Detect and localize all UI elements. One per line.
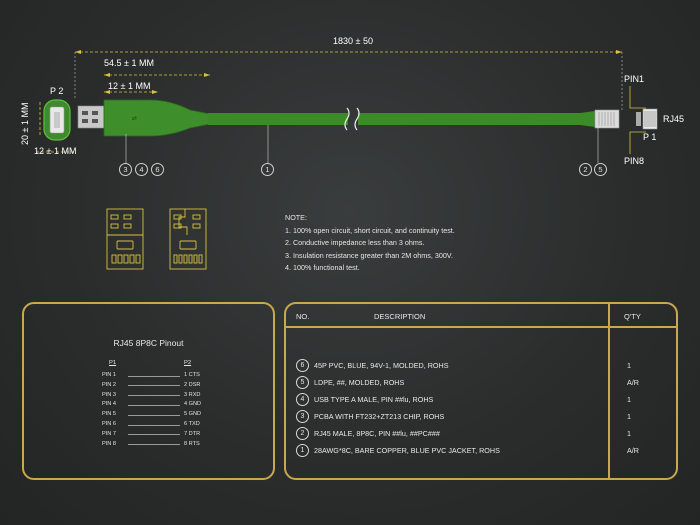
rj45-label: RJ45 <box>663 114 685 124</box>
notes-block: NOTE: 1. 100% open circuit, short circui… <box>285 212 455 275</box>
bom-item-description: 45P PVC, BLUE, 94V-1, MOLDED, ROHS <box>314 361 449 370</box>
bom-item-number: 3 <box>296 410 309 423</box>
bom-item-description: PCBA WITH FT232+ZT213 CHIP, ROHS <box>314 412 445 421</box>
bom-item-qty: 1 <box>627 412 631 421</box>
callout-leaders <box>125 125 599 163</box>
pin8-label: PIN8 <box>624 156 645 166</box>
molded-length-label: 54.5 ± 1 MM <box>104 58 154 68</box>
pinout-p2-signal: 8 RTS <box>184 440 200 447</box>
bom-item-qty: 1 <box>627 395 631 404</box>
pinout-connector-line <box>128 404 180 406</box>
pinout-p1-pin: PIN 8 <box>102 440 116 447</box>
pinout-p1-pin: PIN 3 <box>102 391 116 398</box>
cable-drawing: ⇄ <box>36 50 658 163</box>
bom-item-qty: A/R <box>627 446 639 455</box>
overall-dimension-line <box>36 51 622 153</box>
usb-a-plug <box>77 105 105 129</box>
bom-row: 2 RJ45 MALE, 8P8C, PIN ##lu, ##PC### 1 <box>296 427 666 441</box>
bom-row: 4 USB TYPE A MALE, PIN ##lu, ROHS 1 <box>296 393 666 407</box>
usb-molded-body <box>103 99 211 137</box>
bom-item-number: 2 <box>296 427 309 440</box>
callout-6: 6 <box>151 163 164 176</box>
extension-lines <box>74 52 623 110</box>
note-item: 2. Conductive impedance less than 3 ohms… <box>285 238 425 247</box>
pinout-p2-signal: 1 CTS <box>184 372 200 378</box>
bom-row: 3 PCBA WITH FT232+ZT213 CHIP, ROHS 1 <box>296 410 666 424</box>
pinout-p1-pin: PIN 4 <box>102 401 116 408</box>
bom-item-qty: 1 <box>627 361 631 370</box>
p2-label: P 2 <box>50 86 64 96</box>
callout-4: 4 <box>135 163 148 176</box>
pinout-p2-signal: 7 DTR <box>184 430 201 437</box>
cable <box>208 113 348 125</box>
note-item: 3. Insulation resistance greater than 2M… <box>285 250 453 260</box>
callout-5: 5 <box>594 163 607 176</box>
usb-width-label: 12 ± 1 MM <box>34 146 77 156</box>
bom-qty-divider <box>608 304 610 478</box>
usb-front-view <box>43 99 71 141</box>
pinout-p1-pin: PIN 2 <box>102 381 116 388</box>
bom-item-description: USB TYPE A MALE, PIN ##lu, ROHS <box>314 395 434 404</box>
bom-panel: NO. DESCRIPTION Q'TY <box>284 302 678 480</box>
bom-item-description: LDPE, ##, MOLDED, ROHS <box>314 378 405 387</box>
rj45-boot <box>580 111 595 127</box>
pcb-illustrations <box>106 208 207 270</box>
pinout-p1-pin: PIN 6 <box>102 421 116 427</box>
bom-item-qty: 1 <box>627 429 631 438</box>
bom-item-number: 5 <box>296 376 309 389</box>
callout-1: 1 <box>261 163 274 176</box>
bom-col-description: DESCRIPTION <box>374 312 426 321</box>
pinout-panel: RJ45 8P8C Pinout P1 P2 PIN 1 1 CTS PIN 2 2 … <box>22 302 275 480</box>
pinout-p1-pin: PIN 1 <box>102 372 116 378</box>
bom-col-qty: Q'TY <box>624 312 641 321</box>
bom-item-number: 1 <box>296 444 309 457</box>
pinout-col-p1: P1 <box>109 360 117 366</box>
notes-title: NOTE: <box>285 213 307 222</box>
bom-row: 1 28AWG*8C, BARE COPPER, BLUE PVC JACKET,… <box>296 444 666 458</box>
bom-item-number: 6 <box>296 359 309 372</box>
usb-height-label: 20 ± 1 MM <box>20 102 30 145</box>
pinout-connector-line <box>128 385 180 386</box>
note-item: 4. 100% functional test. <box>285 263 360 272</box>
bom-item-description: 28AWG*8C, BARE COPPER, BLUE PVC JACKET, … <box>314 446 500 455</box>
overall-length-label: 1830 ± 50 <box>333 36 373 46</box>
pinout-p2-signal: 2 DSR <box>184 381 201 388</box>
cable-break-mark <box>344 107 360 131</box>
dimension-arrows <box>75 50 622 94</box>
pinout-p1-pin: PIN 5 <box>102 411 116 418</box>
pinout-p2-signal: 3 RXD <box>184 391 201 398</box>
note-item: 1. 100% open circuit, short circuit, and… <box>285 225 455 235</box>
pinout-connector-line <box>128 375 180 377</box>
pinout-p1-pin: PIN 7 <box>102 430 116 437</box>
pinout-p2-signal: 5 GND <box>184 411 202 418</box>
usb-body-length-label: 12 ± 1 MM <box>108 81 151 91</box>
rj45-end-view <box>636 108 658 130</box>
bom-item-number: 4 <box>296 393 309 406</box>
callout-3: 3 <box>119 163 132 176</box>
bom-item-qty: A/R <box>627 378 639 387</box>
pinout-connector-line <box>128 414 180 416</box>
pin-leaders <box>629 86 646 154</box>
bom-header-divider <box>286 326 676 328</box>
pinout-title: RJ45 8P8C Pinout <box>113 338 184 348</box>
bom-row: 6 45P PVC, BLUE, 94V-1, MOLDED, ROHS 1 <box>296 359 666 373</box>
pinout-connector-line <box>128 444 180 445</box>
callout-2: 2 <box>579 163 592 176</box>
pinout-p2-signal: 6 TXD <box>184 421 200 427</box>
p1-label: P 1 <box>643 132 657 142</box>
rj45-plug <box>594 109 620 129</box>
bom-row: 5 LDPE, ##, MOLDED, ROHS A/R <box>296 376 666 390</box>
pinout-connector-line <box>128 424 180 426</box>
svg-text:⇄: ⇄ <box>132 115 137 122</box>
pin1-label: PIN1 <box>624 74 645 84</box>
pinout-p2-signal: 4 GND <box>184 401 202 408</box>
pinout-connector-line <box>128 434 180 435</box>
bom-col-no: NO. <box>296 312 310 321</box>
pinout-col-p2: P2 <box>184 360 192 366</box>
pinout-connector-line <box>128 395 180 396</box>
bom-item-description: RJ45 MALE, 8P8C, PIN ##lu, ##PC### <box>314 429 440 438</box>
